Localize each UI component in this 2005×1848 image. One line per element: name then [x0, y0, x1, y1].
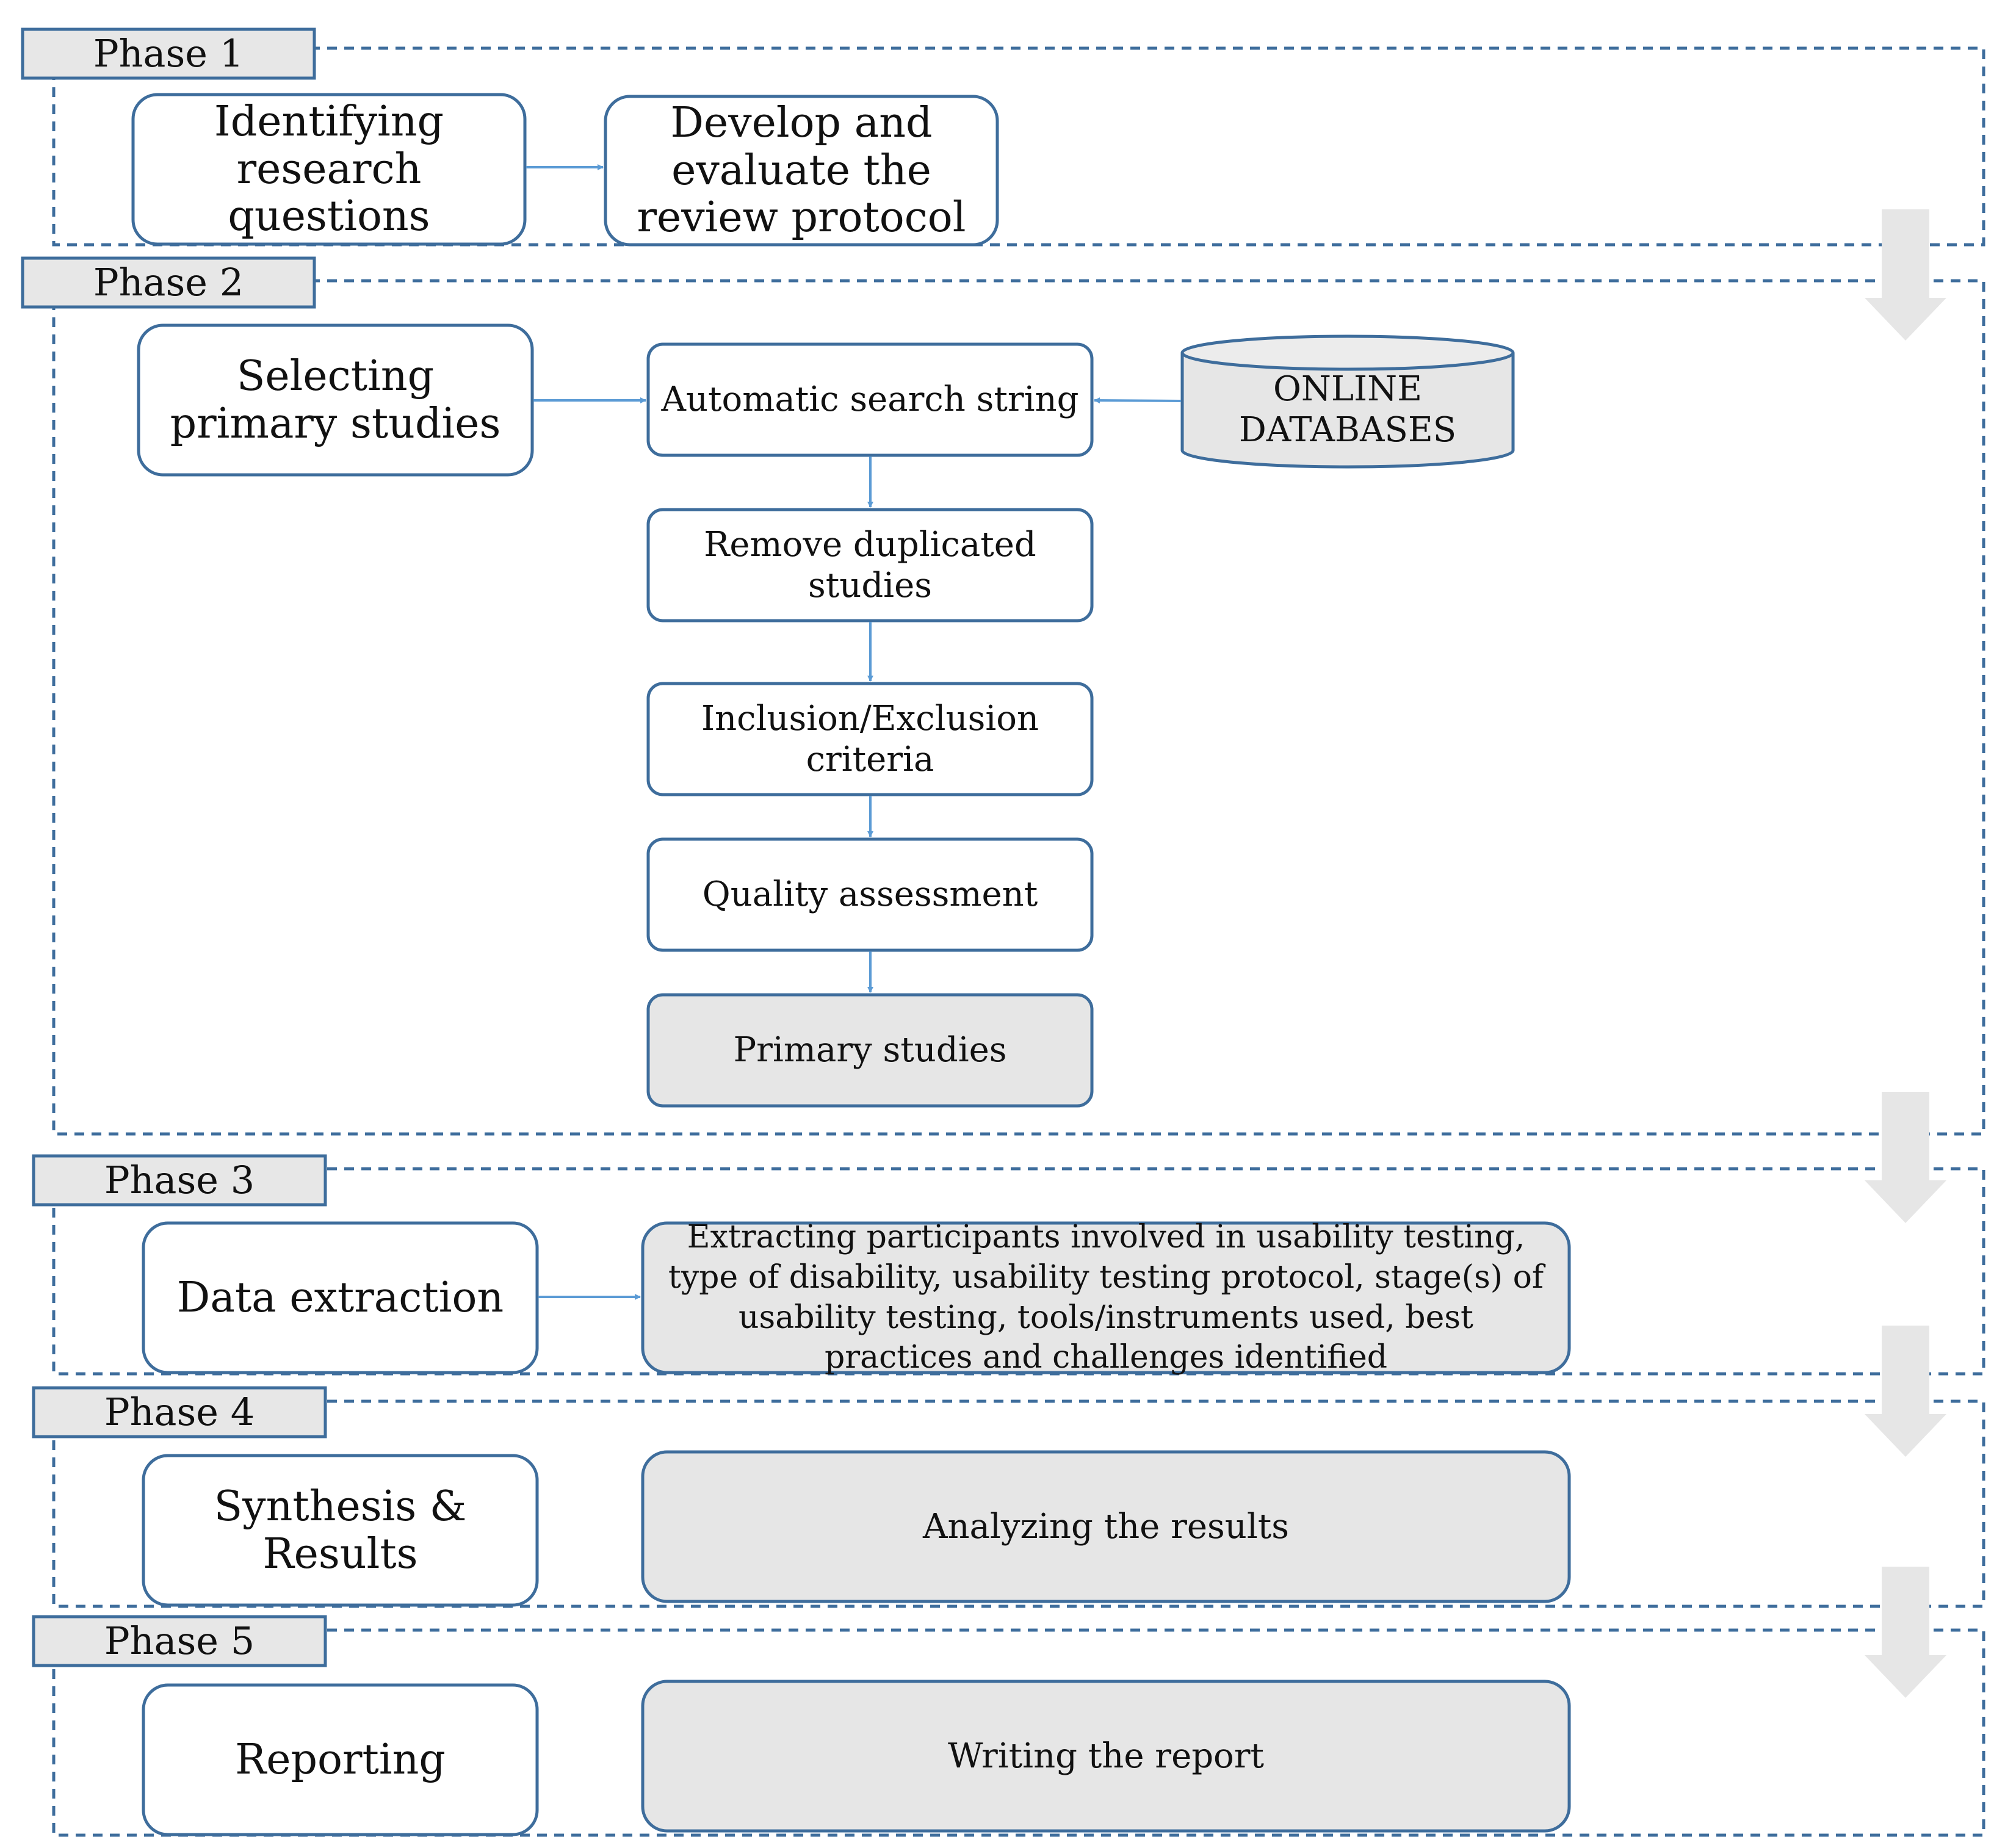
phase-3-tab — [32, 1154, 327, 1207]
online-databases-cylinder — [1180, 334, 1515, 469]
analyzing-results-text: Analyzing the results — [923, 1506, 1289, 1547]
reporting-box — [142, 1683, 539, 1836]
phase-4-dashed-frame — [52, 1399, 1985, 1608]
phase-1-tab — [21, 27, 316, 80]
phase-arrow-3-to-4 — [1865, 1326, 1946, 1457]
phase-1-dashed-frame — [52, 46, 1985, 247]
primary-studies-box — [646, 993, 1094, 1108]
phase-arrow-2-to-3 — [1865, 1092, 1946, 1223]
phase-3-label: Phase 3 — [104, 1157, 255, 1202]
writing-report-text: Writing the report — [947, 1736, 1265, 1776]
extraction-details-text: Extracting participants involved in usab… — [668, 1219, 1544, 1376]
phase-2-tab — [21, 256, 316, 309]
quality-assessment-text: Quality assessment — [702, 875, 1038, 915]
selecting-primary-studies-text: Selecting primary studies — [170, 352, 501, 448]
phase-2-dashed-frame — [52, 279, 1985, 1136]
phase-arrow-1-to-2 — [1865, 209, 1946, 341]
primary-studies-text: Primary studies — [733, 1030, 1007, 1070]
inclusion-exclusion-criteria-box — [646, 682, 1094, 796]
data-extraction-box — [142, 1221, 539, 1374]
synthesis-results-text: Synthesis & Results — [214, 1482, 467, 1578]
phase-2-label: Phase 2 — [93, 259, 244, 305]
identifying-research-questions-box — [131, 93, 527, 246]
selecting-primary-studies-box — [137, 323, 534, 477]
develop-review-protocol-text: Develop and evaluate the review protocol — [637, 99, 966, 242]
remove-duplicated-studies-text: Remove duplicated studies — [704, 524, 1036, 605]
phase-5-dashed-frame — [52, 1628, 1985, 1837]
data-extraction-text: Data extraction — [176, 1273, 504, 1322]
remove-duplicated-studies-box — [646, 508, 1094, 623]
quality-assessment-box — [646, 837, 1094, 952]
online-databases-text: ONLINE DATABASES — [1238, 369, 1457, 450]
phase-1-label: Phase 1 — [93, 31, 244, 76]
reporting-text: Reporting — [235, 1735, 446, 1784]
phase-5-label: Phase 5 — [104, 1618, 255, 1663]
inclusion-exclusion-criteria-text: Inclusion/Exclusion criteria — [701, 698, 1039, 779]
phase-arrow-4-to-5 — [1865, 1567, 1946, 1698]
automatic-search-string-box — [646, 342, 1094, 457]
develop-review-protocol-box — [604, 95, 999, 247]
extraction-details-box — [641, 1221, 1571, 1374]
writing-report-box — [641, 1680, 1571, 1833]
connector-databases-to-search — [1094, 397, 1182, 404]
phase-5-tab — [32, 1615, 327, 1667]
automatic-search-string-text: Automatic search string — [661, 380, 1079, 420]
identifying-research-questions-text: Identifying research questions — [214, 98, 444, 241]
analyzing-results-box — [641, 1450, 1571, 1603]
synthesis-results-box — [142, 1454, 539, 1607]
phase-4-label: Phase 4 — [104, 1389, 255, 1434]
phase-4-tab — [32, 1386, 327, 1438]
